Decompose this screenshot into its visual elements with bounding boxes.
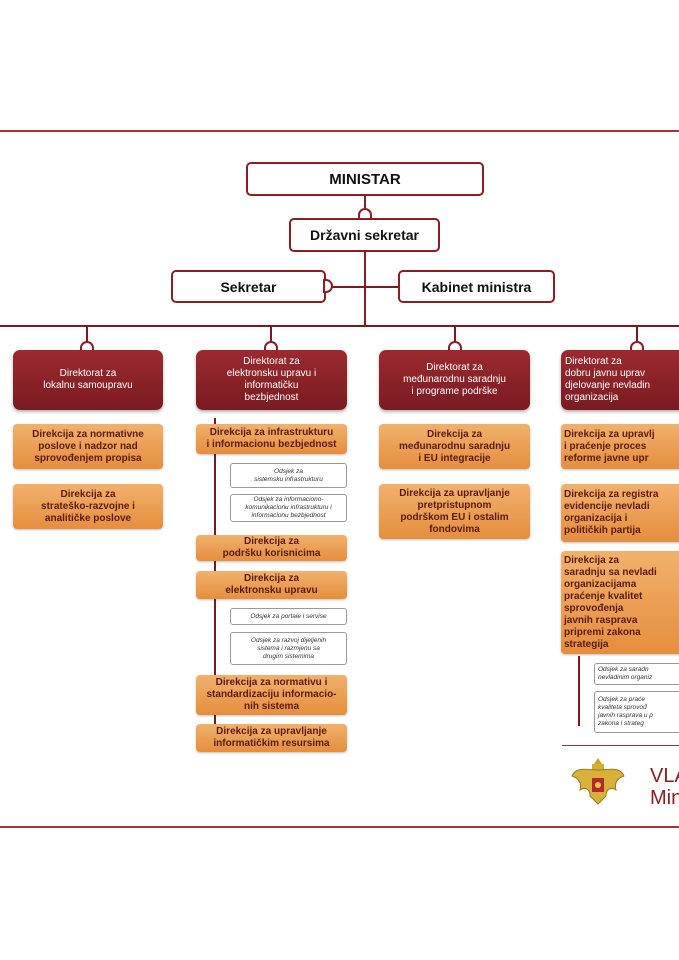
- logo-divider-line: [562, 745, 679, 746]
- spine-line: [364, 196, 366, 326]
- odsjek-box: Odsjek za saradn nevladinim organiz: [594, 663, 679, 685]
- directorate-local-self-government: Direktorat za lokalnu samoupravu: [13, 350, 163, 410]
- direkcija-box: Direkcija za strateško-razvojne i analit…: [13, 484, 163, 529]
- column-4-spine: [578, 656, 580, 726]
- coat-of-arms-icon: [568, 752, 628, 812]
- direkcija-box: Direkcija za registra evidencije nevladi…: [561, 484, 679, 542]
- direkcija-box: Direkcija za infrastrukturu i informacio…: [196, 424, 347, 454]
- direkcija-box: Direkcija za upravlj i praćenje proces r…: [561, 424, 679, 469]
- directorate-knob-3: [448, 341, 462, 351]
- direkcija-box: Direkcija za međunarodnu saradnju i EU i…: [379, 424, 530, 469]
- main-bus-line: [0, 325, 679, 327]
- directorate-international-cooperation: Direktorat za međunarodnu saradnju i pro…: [379, 350, 530, 410]
- directorate-good-public-administration: Direktorat za dobru javnu uprav djelovan…: [561, 350, 679, 410]
- bottom-frame-line: [0, 826, 679, 828]
- directorate-knob-1: [80, 341, 94, 351]
- drop-line-3: [454, 325, 456, 351]
- odsjek-box: Odsjek za praće kvaliteta sprovođ javnih…: [594, 691, 679, 733]
- odsjek-box: Odsjek za razvoj dijeljenih sistema i ra…: [230, 632, 347, 665]
- directorate-e-government: Direktorat za elektronsku upravu i infor…: [196, 350, 347, 410]
- direkcija-box: Direkcija za upravljanje pretpristupnom …: [379, 484, 530, 539]
- directorate-knob-4: [630, 341, 644, 351]
- direkcija-box: Direkcija za podršku korisnicima: [196, 535, 347, 561]
- drop-line-1: [86, 325, 88, 351]
- odsjek-box: Odsjek za informaciono- komunikacionu in…: [230, 494, 347, 522]
- secretary-box: Sekretar: [171, 270, 326, 303]
- drop-line-2: [270, 325, 272, 351]
- directorate-knob-2: [264, 341, 278, 351]
- drop-line-4: [636, 325, 638, 351]
- logo-text: VLA Min: [650, 765, 679, 809]
- cabinet-box: Kabinet ministra: [398, 270, 555, 303]
- secretary-knob: [323, 279, 333, 293]
- staff-connector: [326, 286, 398, 288]
- direkcija-box: Direkcija za elektronsku upravu: [196, 571, 347, 599]
- direkcija-box: Direkcija za normativne poslove i nadzor…: [13, 424, 163, 469]
- state-secretary-box: Državni sekretar: [289, 218, 440, 252]
- direkcija-box: Direkcija za upravljanje informatičkim r…: [196, 724, 347, 752]
- top-frame-line: [0, 130, 679, 132]
- odsjek-box: Odsjek za sistemsku infrastrukturu: [230, 463, 347, 488]
- direkcija-box: Direkcija za saradnju sa nevladi organiz…: [561, 551, 679, 654]
- minister-knob: [358, 208, 372, 218]
- direkcija-box: Direkcija za normativu i standardizaciju…: [196, 675, 347, 715]
- minister-box: MINISTAR: [246, 162, 484, 196]
- odsjek-box: Odsjek za portale i servise: [230, 608, 347, 625]
